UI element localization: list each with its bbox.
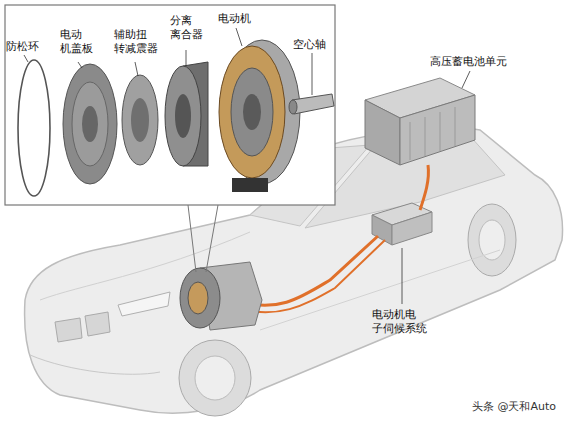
part-label: 辅助扭 转减震器: [114, 28, 161, 56]
part-label: 防松环: [6, 40, 39, 54]
part-label: 空心轴: [293, 38, 326, 52]
part-label: 高压蓄电池单元: [430, 55, 507, 69]
part-label: 电动 机盖板: [60, 28, 96, 56]
part-label: 电动机电 子伺候系统: [372, 308, 430, 336]
part-label: 电动机: [218, 12, 251, 26]
watermark: 头条 @天和Auto: [472, 400, 556, 414]
part-label: 分离 离合器: [170, 14, 206, 42]
